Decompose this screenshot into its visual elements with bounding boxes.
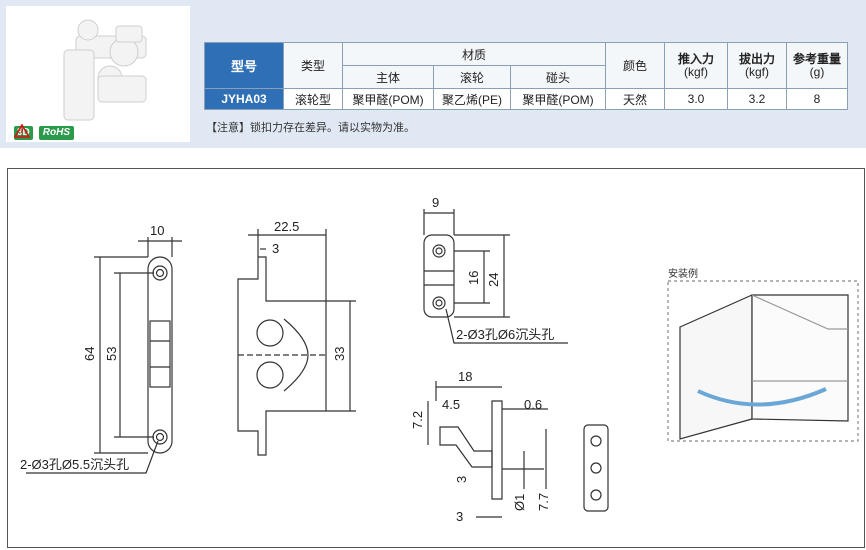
dim-33: 33 [332,347,347,361]
material-roller-header: 滚轮 [433,65,511,89]
dim-0-6: 0.6 [524,397,542,412]
dim-64: 64 [82,347,97,361]
spec-table: 型号 类型 材质 颜色 推入力(kgf) 拔出力(kgf) 参考重量(g) 主体… [204,42,848,110]
push-force-header: 推入力(kgf) [664,42,728,89]
hole-note-right: 2-Ø3孔Ø6沉头孔 [456,327,554,342]
dim-53: 53 [104,347,119,361]
dim-24: 24 [486,273,501,287]
roller-material-cell: 聚乙烯(PE) [433,88,511,110]
color-header: 颜色 [605,42,665,89]
material-striker-header: 碰头 [510,65,606,89]
dim-7-2: 7.2 [410,411,425,429]
push-force-cell: 3.0 [664,88,728,110]
table-row: JYHA03 滚轮型 聚甲醛(POM) 聚乙烯(PE) 聚甲醛(POM) 天然 … [204,88,848,110]
front-view-body [147,256,173,454]
dim-phi-1: Ø1 [512,494,527,511]
dim-3c: 3 [456,509,463,524]
dim-10: 10 [150,223,164,238]
dim-7-7: 7.7 [536,493,551,511]
warning-icon [14,124,30,138]
type-cell: 滚轮型 [283,88,343,110]
product-header-panel: 3D RoHS 型号 类型 材质 颜色 推入力(kgf) 拔出力(kgf) 参考… [0,0,866,148]
rohs-badge: RoHS [38,126,75,140]
technical-drawing: 10 64 53 2-Ø3孔Ø5.5沉头孔 22.5 3 33 9 16 24 … [7,168,865,548]
product-photo: 3D RoHS [6,6,190,142]
install-example-label: 安装例 [668,269,698,280]
model-cell: JYHA03 [204,88,284,110]
caution-note: 【注意】锁扣力存在差异。请以实物为准。 [206,122,415,134]
drawing-canvas: 10 64 53 2-Ø3孔Ø5.5沉头孔 22.5 3 33 9 16 24 … [20,195,859,524]
body-material-cell: 聚甲醛(POM) [342,88,434,110]
pull-force-header: 拔出力(kgf) [727,42,787,89]
dim-9: 9 [432,195,439,210]
dim-3b: 3 [454,476,469,483]
dim-4-5: 4.5 [442,397,460,412]
install-arrow [697,387,827,407]
striker-front-view [423,234,455,318]
pull-force-cell: 3.2 [727,88,787,110]
material-header: 材质 [342,42,606,66]
striker-plate-view [583,424,609,512]
hole-note-left: 2-Ø3孔Ø5.5沉头孔 [20,457,129,472]
weight-cell: 8 [786,88,848,110]
dim-22-5: 22.5 [274,219,299,234]
type-header: 类型 [283,42,343,89]
dimension-labels: 10 64 53 2-Ø3孔Ø5.5沉头孔 22.5 3 33 9 16 24 … [20,195,554,524]
weight-header: 参考重量(g) [786,42,848,89]
material-body-header: 主体 [342,65,434,89]
certification-badges: 3D RoHS [14,124,75,142]
dim-3a: 3 [272,241,279,256]
dim-16: 16 [466,271,481,285]
color-cell: 天然 [605,88,665,110]
dim-18: 18 [458,369,472,384]
product-photo-image [6,6,190,142]
striker-side-view [491,400,503,500]
side-view-body [237,256,327,456]
install-example-box [667,280,859,442]
striker-material-cell: 聚甲醛(POM) [510,88,606,110]
model-header: 型号 [204,42,284,89]
